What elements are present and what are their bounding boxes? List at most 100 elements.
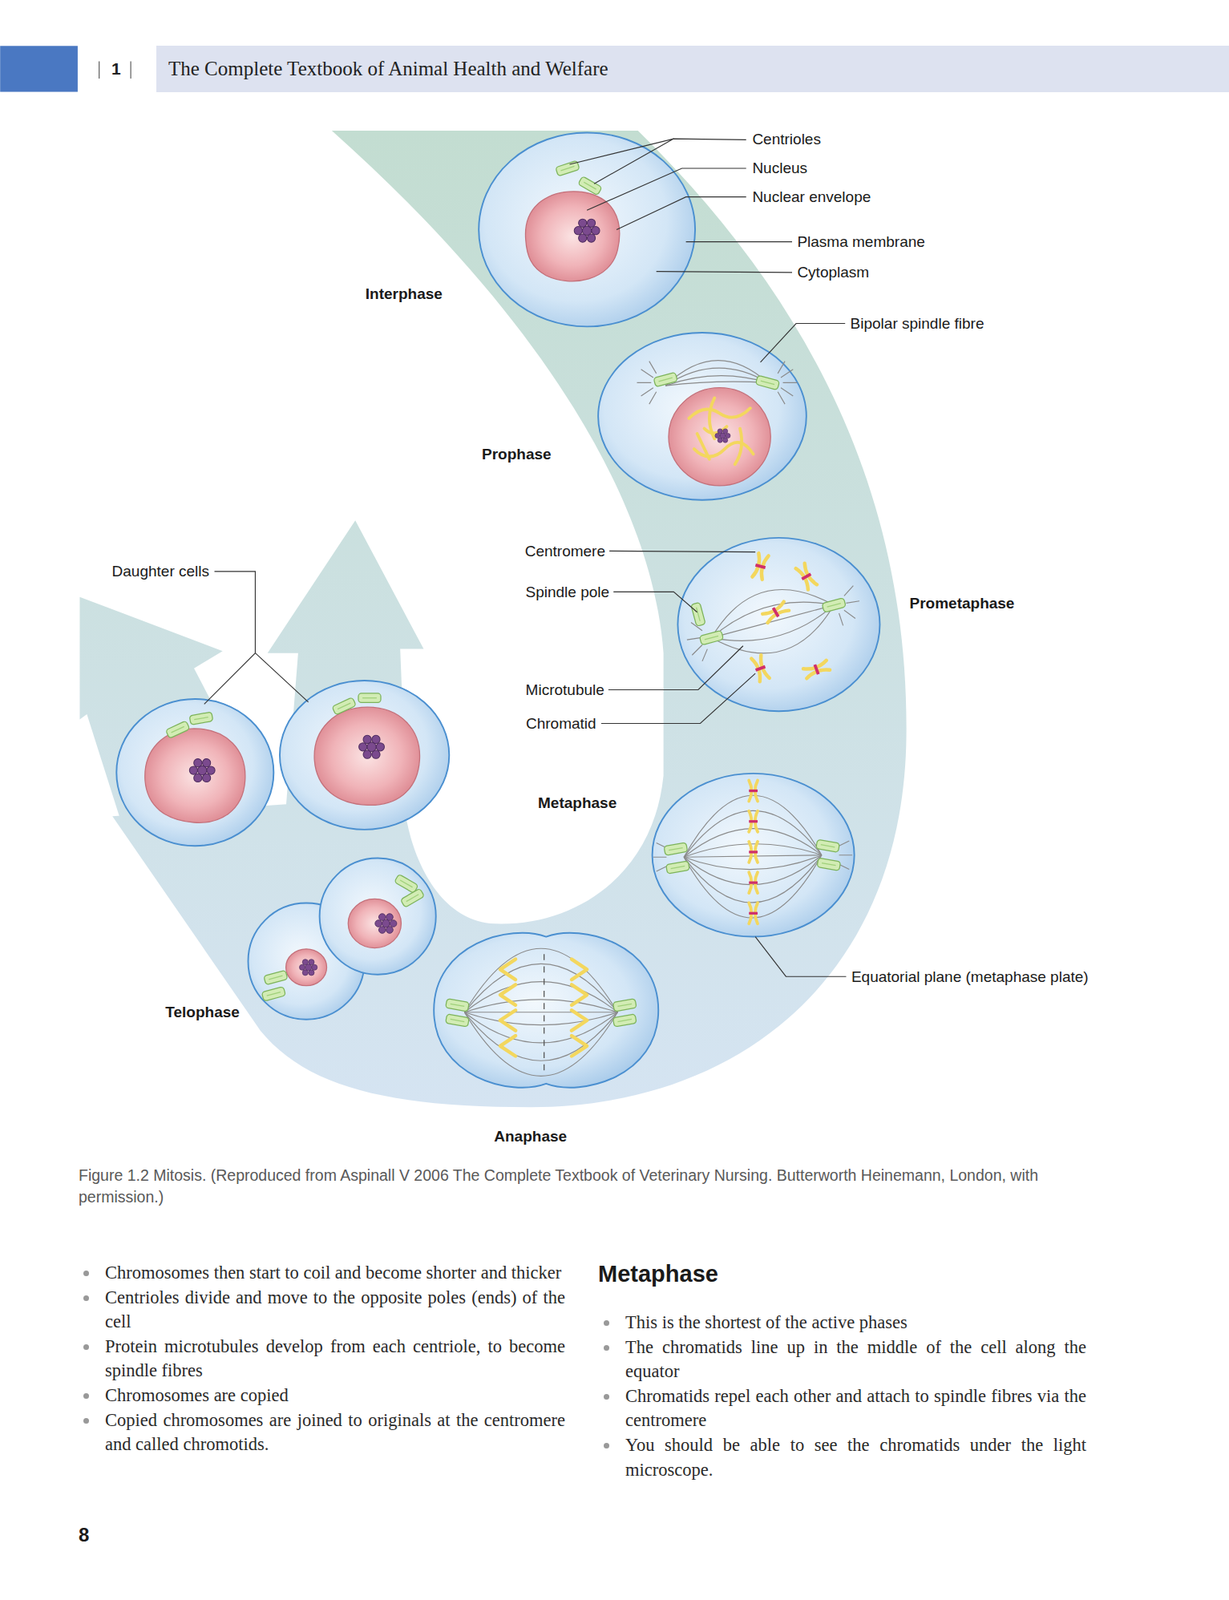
bullet-item: This is the shortest of the active phase…	[625, 1310, 1087, 1336]
metaphase-cell	[663, 842, 688, 856]
leader-lines	[613, 591, 697, 612]
interphase-cell	[578, 176, 603, 196]
bullet-item: Protein microtubules develop from each c…	[105, 1334, 566, 1384]
part-label: Cytoplasm	[796, 263, 870, 282]
spindle-fibres	[683, 855, 822, 918]
separating-chromatids	[500, 959, 516, 980]
prometaphase-cell	[691, 602, 706, 627]
daughter-cells	[145, 728, 246, 823]
separating-chromatids	[500, 959, 587, 1057]
separating-chromatids	[571, 984, 587, 1005]
cycle-band	[79, 130, 906, 1108]
metaphase-cell	[652, 773, 855, 938]
bullet-dot	[83, 1344, 89, 1351]
bullet-dot	[83, 1393, 89, 1399]
daughter-cells	[189, 759, 215, 783]
leader-lines	[616, 197, 747, 231]
leader-lines	[760, 323, 846, 363]
chromosome-threads	[697, 433, 710, 460]
prometaphase-cell	[762, 602, 789, 623]
spindle-fibres	[464, 1012, 618, 1026]
bullet-dot	[603, 1345, 610, 1351]
interphase-cell	[478, 132, 696, 327]
metaphase-cell	[748, 841, 758, 863]
leader-lines	[601, 673, 756, 724]
cycle-band-body	[112, 130, 906, 1108]
bullet-item: Chromosomes then start to coil and becom…	[105, 1261, 566, 1286]
spindle-fibres	[464, 1012, 618, 1044]
anaphase-cell	[445, 1014, 470, 1027]
bullet-item: Chromosomes are copied	[105, 1383, 566, 1409]
leader-lines	[569, 138, 746, 184]
interphase-cell	[525, 191, 619, 282]
spindle-fibres	[665, 375, 768, 386]
prophase-cell	[598, 332, 807, 501]
leader-lines	[586, 168, 747, 211]
spindle-fibres	[687, 586, 860, 662]
chromosome-threads	[688, 408, 750, 419]
bullet-item: The chromatids line up in the middle of …	[625, 1335, 1087, 1385]
spindle-fibres	[464, 948, 618, 1076]
part-label: Plasma membrane	[796, 233, 925, 251]
prophase-cell	[668, 388, 771, 486]
anaphase-cell	[445, 998, 470, 1012]
prometaphase-cell	[821, 598, 846, 613]
bullet-item: You should be able to see the chromatids…	[625, 1433, 1087, 1483]
telophase-cells	[319, 858, 437, 975]
separating-chromatids	[571, 1035, 587, 1056]
separating-chromatids	[571, 1010, 587, 1031]
metaphase-cell	[666, 861, 691, 874]
telophase-cells	[248, 858, 437, 1020]
metaphase-cell	[748, 872, 758, 894]
header-band: The Complete Textbook of Animal Health a…	[156, 45, 1229, 93]
part-label: Nucleus	[751, 159, 808, 178]
leader-lines	[755, 937, 846, 978]
spindle-fibres	[683, 855, 822, 870]
daughter-cells	[359, 735, 385, 759]
daughter-cells	[116, 699, 274, 846]
leader-lines	[608, 646, 744, 691]
bullet-item: Centrioles divide and move to the opposi…	[105, 1285, 566, 1335]
leader-lines	[204, 138, 847, 977]
header-bar	[98, 60, 100, 79]
daughter-cells	[116, 680, 449, 846]
prophase-cell	[715, 428, 731, 443]
section-heading: Metaphase	[598, 1259, 719, 1289]
header-decoration	[0, 45, 131, 92]
chromosome-threads	[709, 397, 715, 439]
prometaphase-cell	[751, 553, 769, 580]
separating-chromatids	[500, 1035, 516, 1056]
daughter-cells	[189, 711, 214, 725]
metaphase-cell	[748, 811, 758, 833]
bullet-dot	[603, 1394, 610, 1400]
spindle-fibres	[464, 982, 618, 1013]
spindle-fibres	[683, 855, 822, 903]
anaphase-cell	[612, 1014, 637, 1027]
header-bar	[129, 60, 131, 79]
leader-lines	[204, 571, 309, 704]
leader-lines	[686, 241, 793, 243]
prometaphase-cell	[751, 654, 769, 682]
metaphase-cell	[748, 902, 758, 924]
spindle-fibres	[665, 367, 768, 386]
spindle-fibres	[464, 999, 618, 1013]
interphase-cell	[574, 218, 600, 243]
cleavage-line	[543, 954, 545, 1072]
chapter-number: 1	[111, 56, 122, 81]
phase-label: Prophase	[481, 445, 552, 464]
phase-label: Prometaphase	[909, 594, 1015, 613]
bullet-item: Copied chromosomes are joined to origina…	[105, 1408, 566, 1458]
daughter-cells	[279, 680, 449, 830]
telophase-cells	[299, 959, 317, 976]
figure-caption: Figure 1.2 Mitosis. (Reproduced from Asp…	[78, 1164, 1041, 1209]
part-label: Equatorial plane (metaphase plate)	[851, 968, 1089, 987]
spindle-fibres	[711, 590, 834, 639]
part-label: Centromere	[525, 542, 606, 561]
anaphase-cell	[433, 933, 659, 1088]
spindle-fibres	[464, 963, 618, 1012]
bullet-dot	[83, 1270, 89, 1277]
part-label: Nuclear envelope	[751, 188, 871, 207]
spindle-fibres	[464, 1011, 618, 1013]
prophase-cell	[755, 375, 780, 390]
prophase-cell	[653, 371, 678, 387]
